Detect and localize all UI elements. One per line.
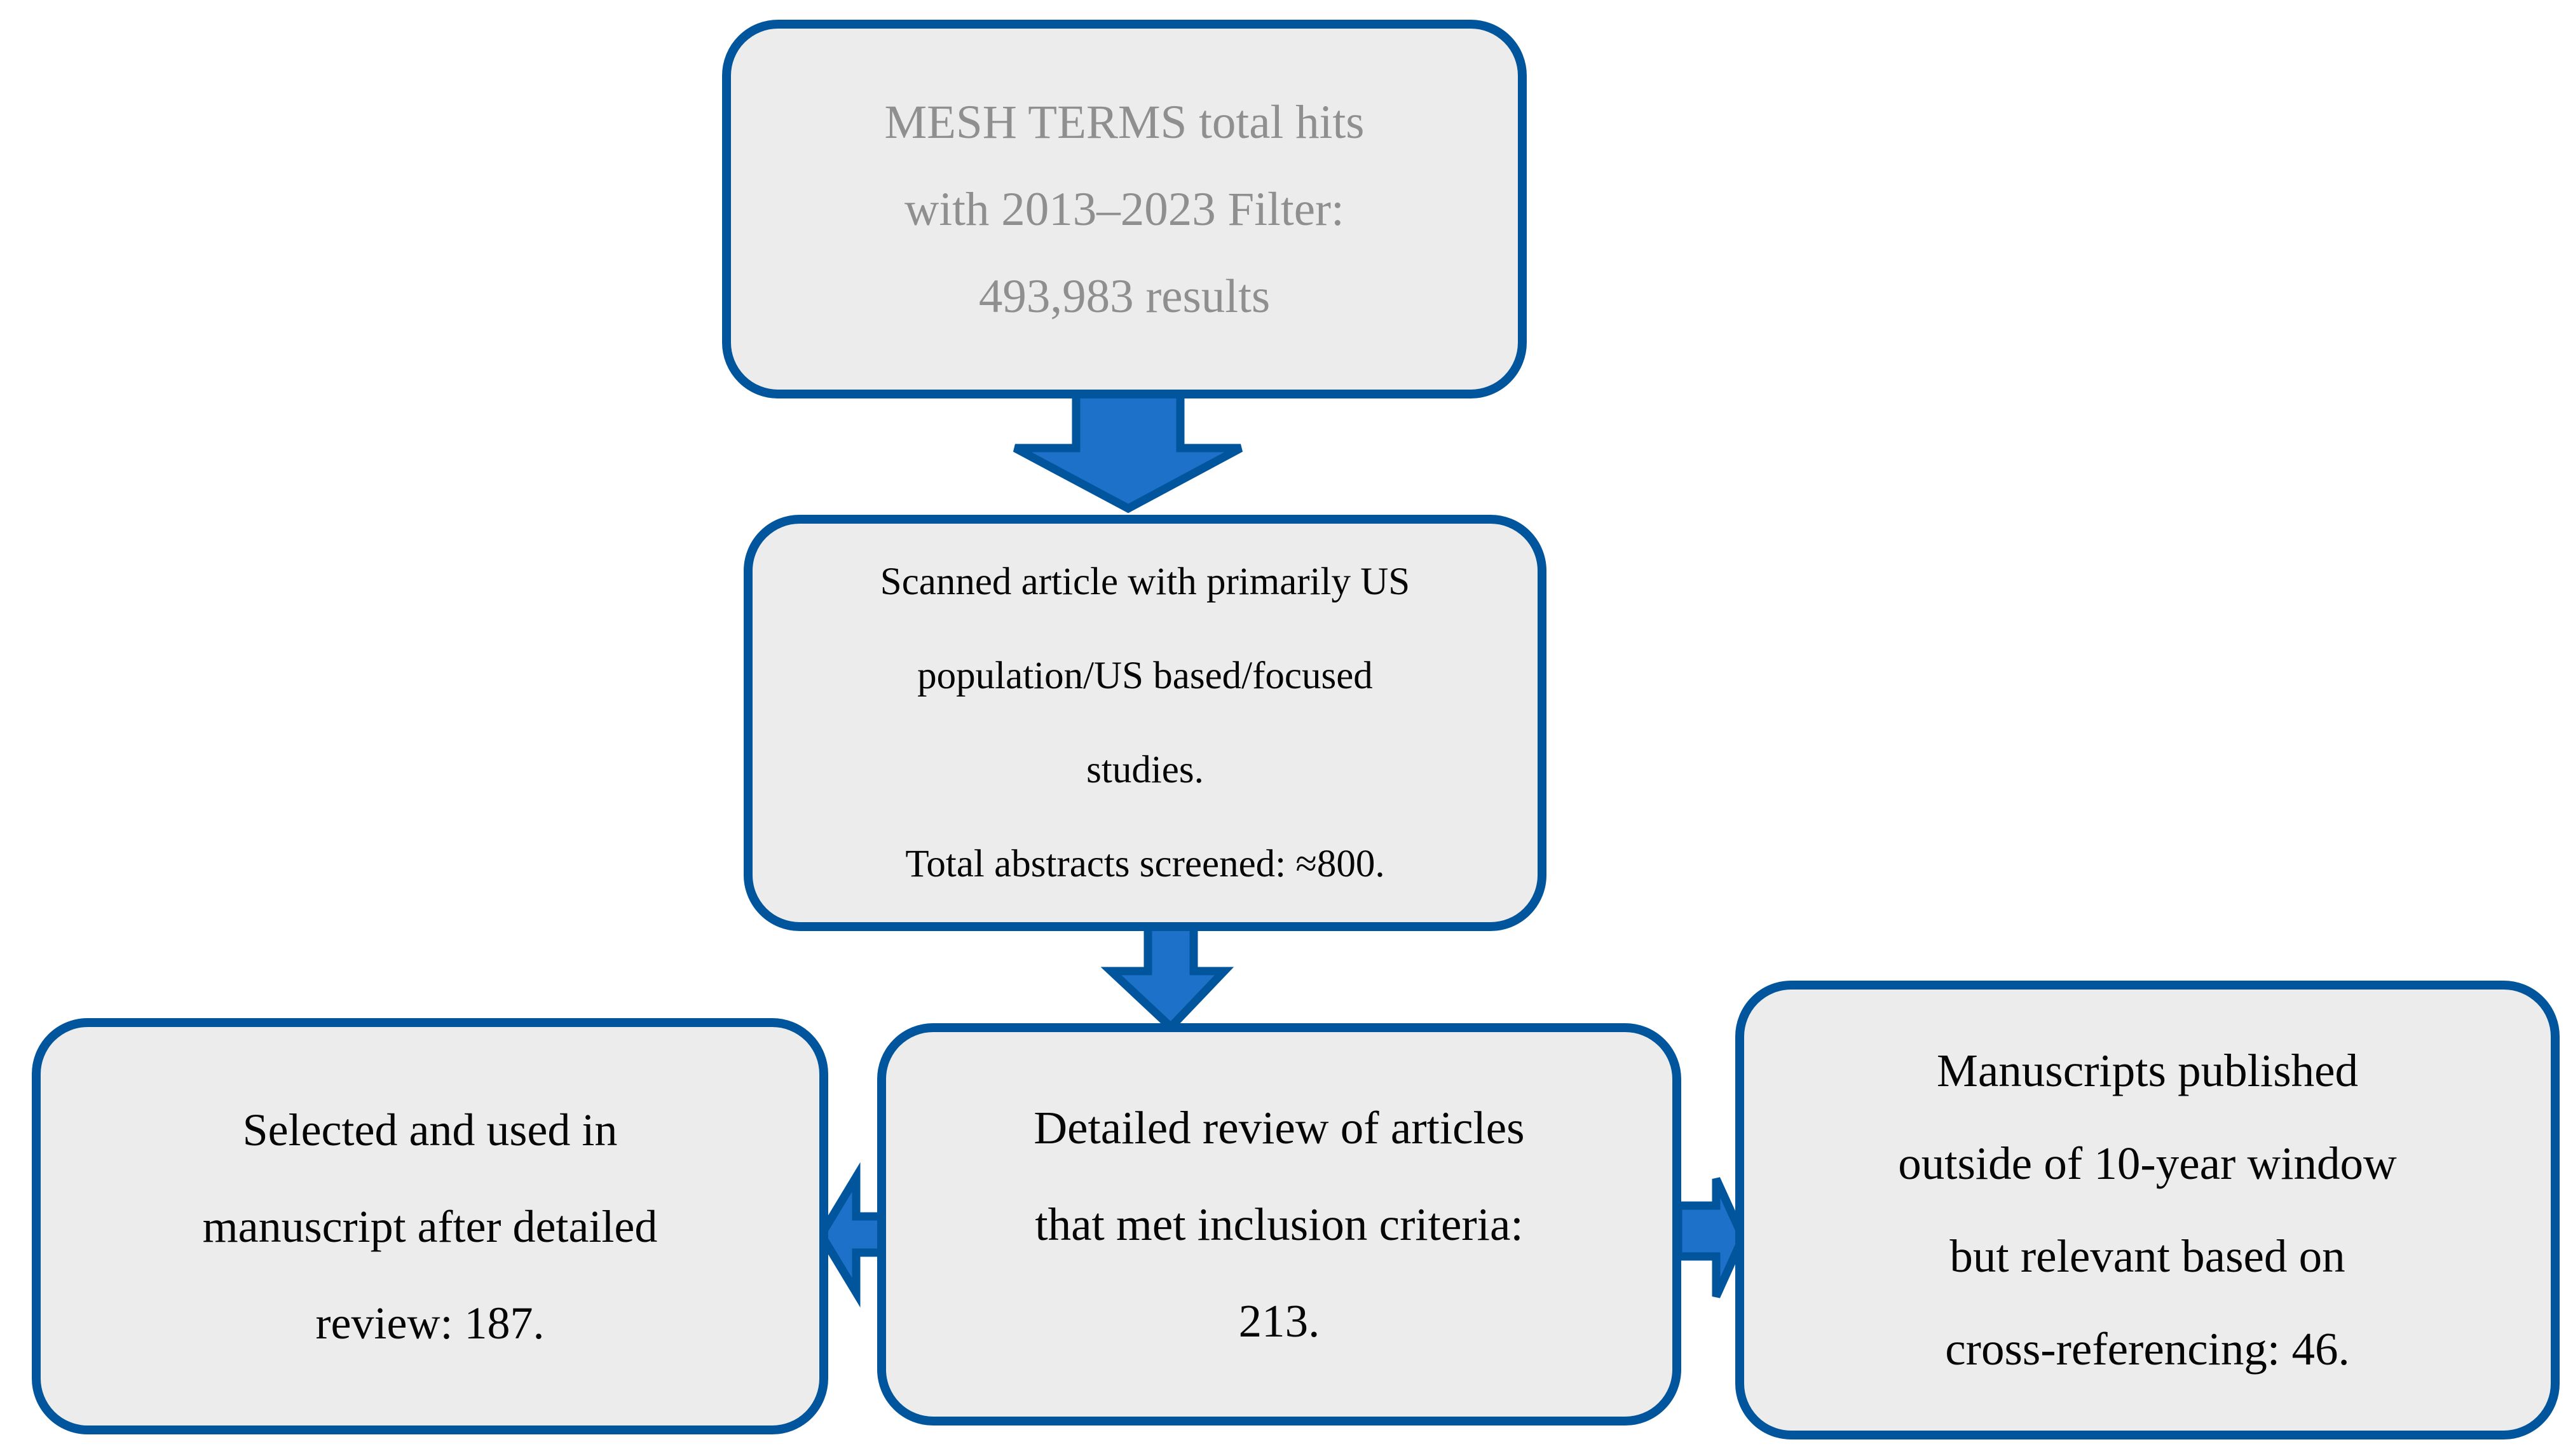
down-arrow-2 — [1100, 914, 1234, 1033]
down-arrow-1 — [1013, 384, 1243, 514]
right-arrow — [1674, 1177, 1748, 1298]
